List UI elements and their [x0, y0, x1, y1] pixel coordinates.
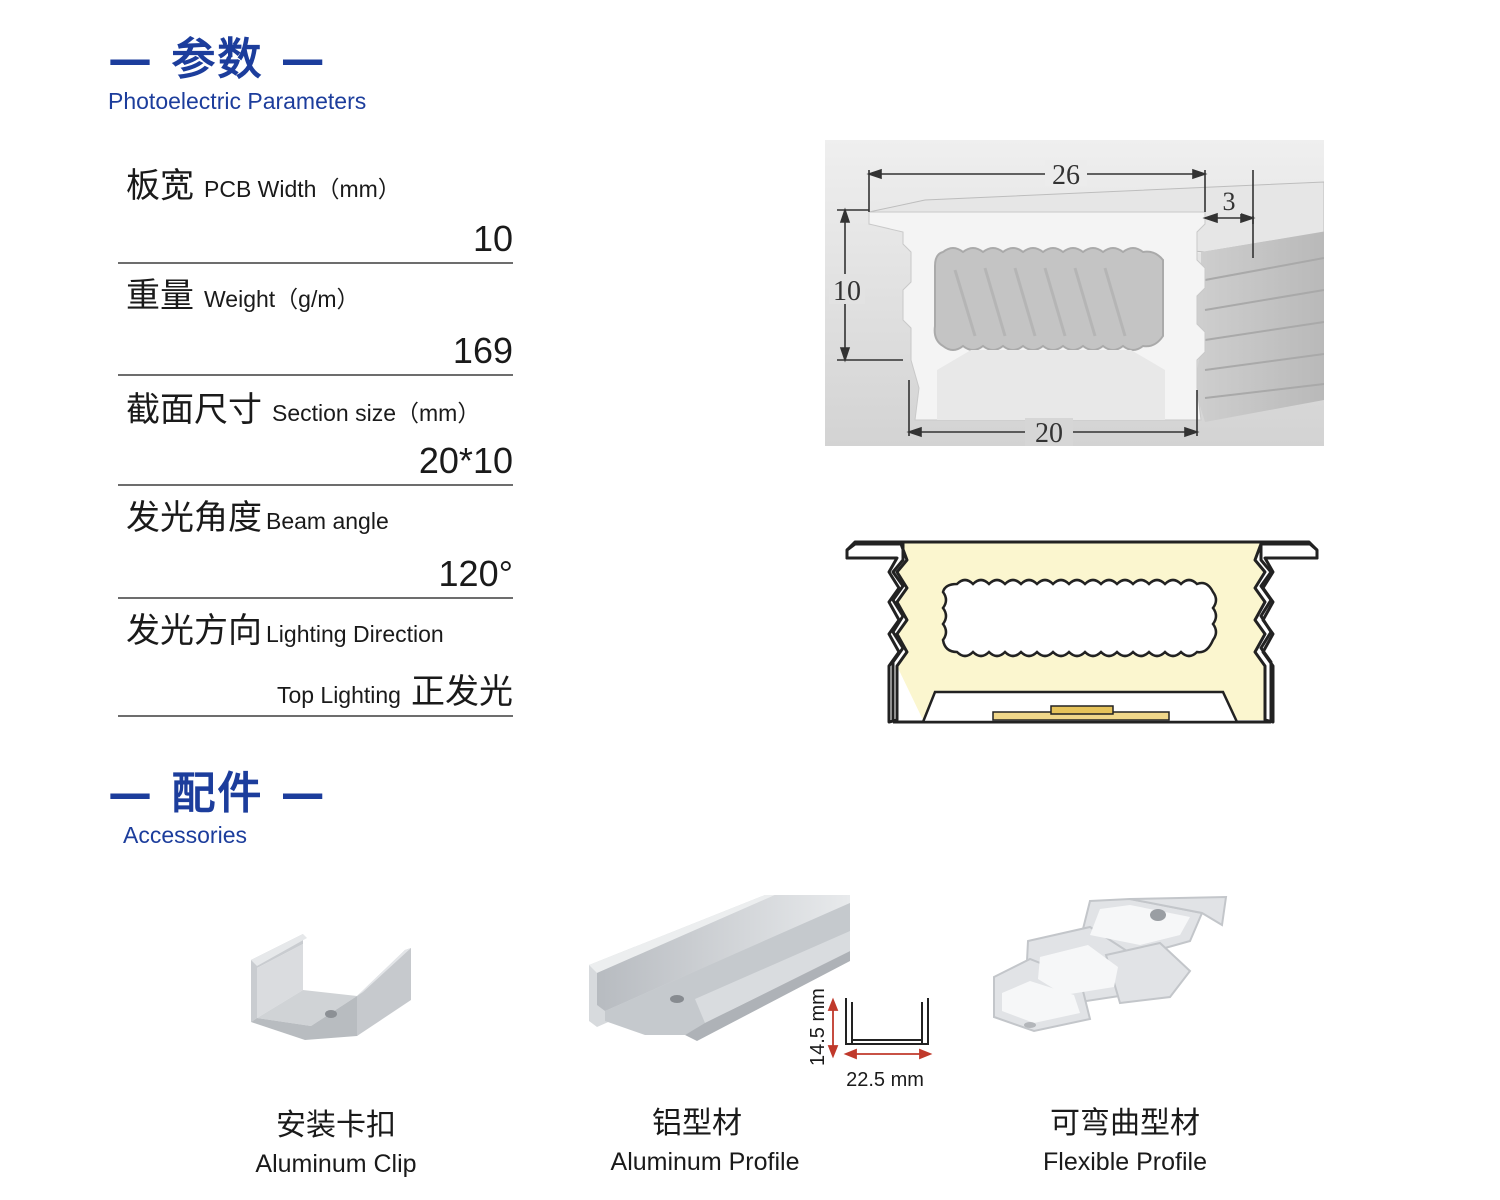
param-section-size: 截面尺寸 Section size（mm） 20*10: [118, 382, 513, 486]
param-label-en: PCB Width（mm）: [204, 176, 401, 202]
accessory-name-en: Aluminum Profile: [610, 1148, 800, 1176]
accessories-subtitle: Accessories: [123, 822, 247, 848]
dimension-top-width: 26: [1052, 160, 1080, 191]
accessories-title: — 配件 —: [108, 768, 327, 819]
accessory-name-cn: 可弯曲型材: [1050, 1106, 1200, 1141]
param-value-en: Top Lighting: [276, 682, 401, 708]
parameters-heading: — 参数 — Photoelectric Parameters: [108, 38, 366, 115]
dimension-bottom-width: 20: [1035, 418, 1063, 446]
accessory-flexible-profile: 可弯曲型材 Flexible Profile: [1000, 1098, 1250, 1177]
param-label-en: Weight（g/m）: [204, 286, 360, 312]
dim-width-label: 22.5 mm: [846, 1069, 924, 1091]
param-label-en: Lighting Direction: [266, 621, 444, 647]
dimension-height: 10: [833, 276, 861, 307]
param-label-cn: 板宽: [126, 166, 194, 206]
param-label-en: Beam angle: [266, 508, 389, 534]
profile-cross-section-drawing: [845, 540, 1319, 724]
aluminum-clip-image: [251, 934, 411, 1040]
accessory-aluminum-profile: 铝型材 Aluminum Profile: [565, 1098, 845, 1177]
accessory-name-en: Flexible Profile: [1043, 1148, 1207, 1176]
accessory-name-en: Aluminum Clip: [255, 1150, 417, 1178]
accessory-name-cn: 安装卡扣: [276, 1108, 396, 1143]
profile-3d-dimension-drawing: 26 3 10 20: [825, 140, 1324, 446]
param-label-cn: 重量: [126, 276, 194, 316]
param-weight: 重量 Weight（g/m） 169: [118, 268, 513, 376]
parameters-title: — 参数 —: [108, 34, 327, 85]
param-label-cn: 发光方向: [126, 611, 262, 651]
dimension-flange: 3: [1223, 187, 1236, 216]
param-value: 10: [472, 218, 513, 259]
param-value: 120°: [438, 553, 513, 594]
param-pcb-width: 板宽 PCB Width（mm） 10: [118, 158, 513, 264]
param-value: 169: [452, 330, 513, 371]
param-label-cn: 截面尺寸: [126, 390, 262, 430]
param-label-cn: 发光角度: [126, 498, 262, 538]
aluminum-profile-dimension-drawing: 14.5 mm 22.5 mm: [807, 988, 933, 1091]
dim-height-label: 14.5 mm: [807, 988, 829, 1066]
param-label-en: Section size（mm）: [272, 400, 481, 426]
accessory-name-cn: 铝型材: [652, 1106, 742, 1141]
parameters-subtitle: Photoelectric Parameters: [108, 88, 367, 114]
flexible-profile-image: [993, 895, 1228, 1033]
param-value-cn: 正发光: [411, 672, 513, 712]
accessories-heading: — 配件 — Accessories: [108, 772, 327, 849]
aluminum-profile-image: [589, 895, 850, 1041]
param-value: 20*10: [418, 440, 513, 481]
accessory-aluminum-clip: 安装卡扣 Aluminum Clip: [216, 1100, 456, 1179]
